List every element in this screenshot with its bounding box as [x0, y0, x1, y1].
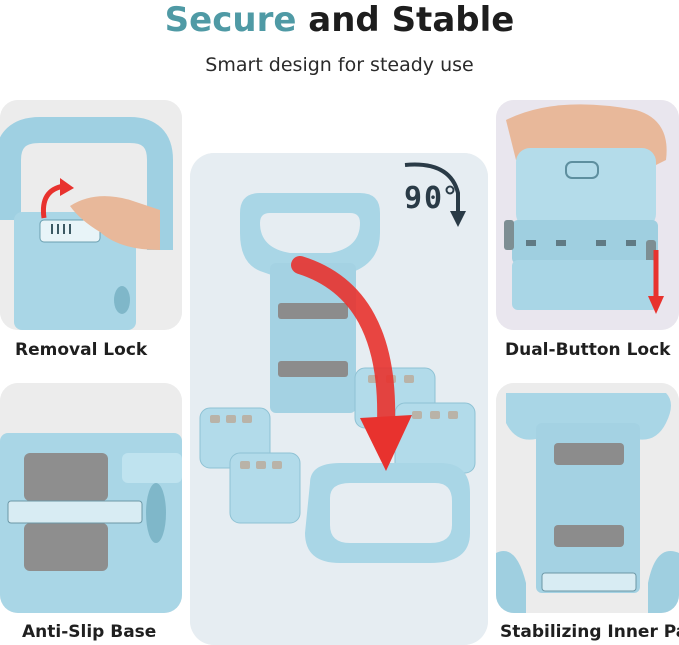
caption-dual-button-lock: Dual-Button Lock	[505, 340, 671, 360]
dual-button-lock-photo	[496, 100, 679, 330]
headline: Secure and Stable	[0, 0, 679, 40]
caption-removal-lock: Removal Lock	[15, 340, 148, 360]
subheadline: Smart design for steady use	[205, 54, 474, 76]
stabilizing-inner-pad-photo	[496, 383, 679, 613]
caption-anti-slip-base: Anti-Slip Base	[22, 622, 157, 642]
headline-rest: and Stable	[308, 0, 515, 40]
caption-stabilizing-inner-pad: Stabilizing Inner Pad	[500, 622, 679, 642]
anti-slip-base-photo	[0, 383, 182, 613]
rotation-label: 90	[404, 181, 445, 216]
removal-lock-photo	[0, 100, 182, 330]
dumbbell-main-photo: 90	[190, 153, 488, 645]
headline-accent: Secure	[164, 0, 297, 40]
